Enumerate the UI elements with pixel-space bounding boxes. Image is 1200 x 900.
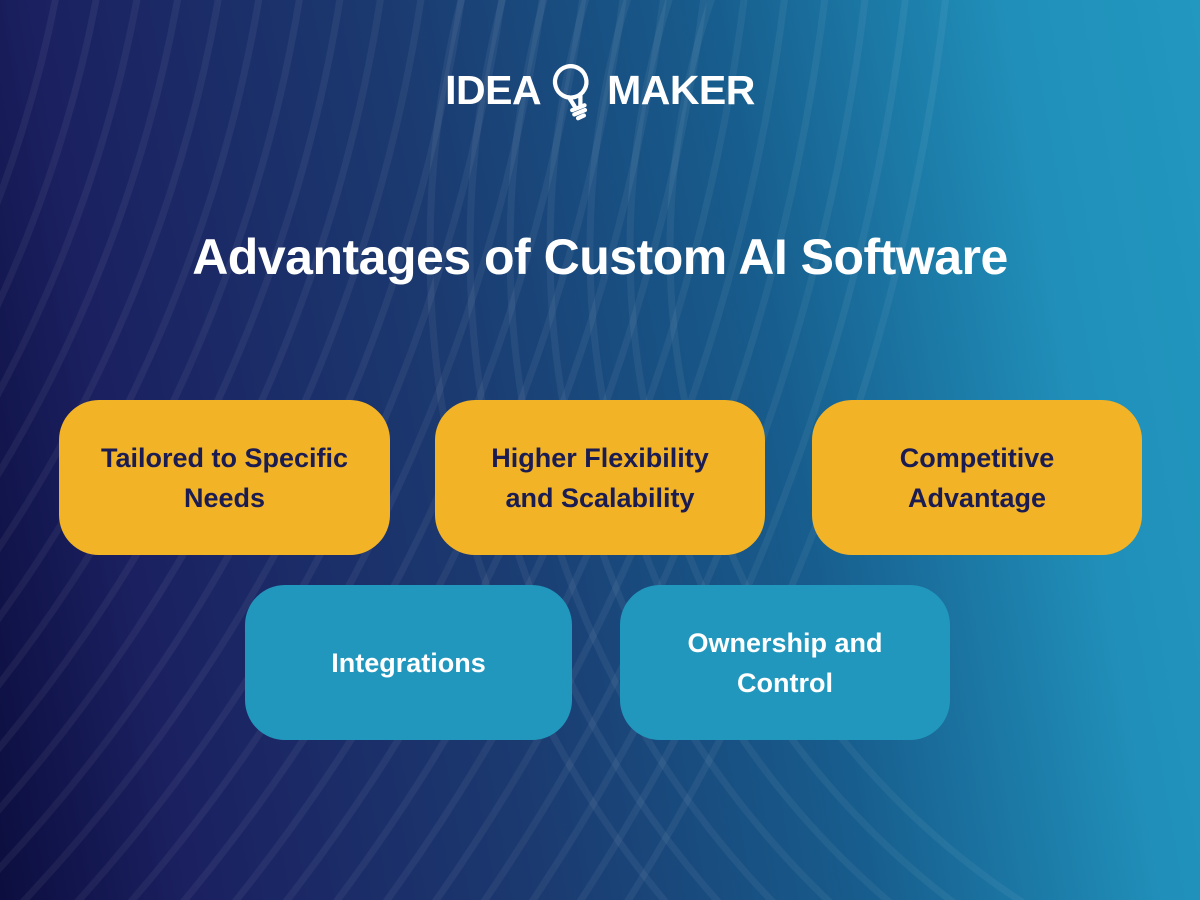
card-competitive-advantage: Competitive Advantage xyxy=(812,400,1142,555)
card-higher-flexibility-and-scalability: Higher Flexibility and Scalability xyxy=(435,400,765,555)
card-tailored-to-specific-needs: Tailored to Specific Needs xyxy=(59,400,390,555)
logo: IDEA MAKER xyxy=(0,56,1200,124)
page-title: Advantages of Custom AI Software xyxy=(192,229,1008,285)
logo-text-idea: IDEA xyxy=(445,66,542,113)
lightbulb-icon xyxy=(552,64,589,121)
card-label: Higher Flexibility and Scalability xyxy=(491,442,709,513)
card-label: Competitive Advantage xyxy=(899,442,1055,513)
card-ownership-and-control: Ownership and Control xyxy=(620,585,950,740)
card-label: Integrations xyxy=(331,647,486,678)
logo-text-maker: MAKER xyxy=(607,66,755,113)
card-label: Tailored to Specific Needs xyxy=(100,442,349,513)
card-integrations: Integrations xyxy=(245,585,572,740)
card-label: Ownership and Control xyxy=(687,627,883,698)
